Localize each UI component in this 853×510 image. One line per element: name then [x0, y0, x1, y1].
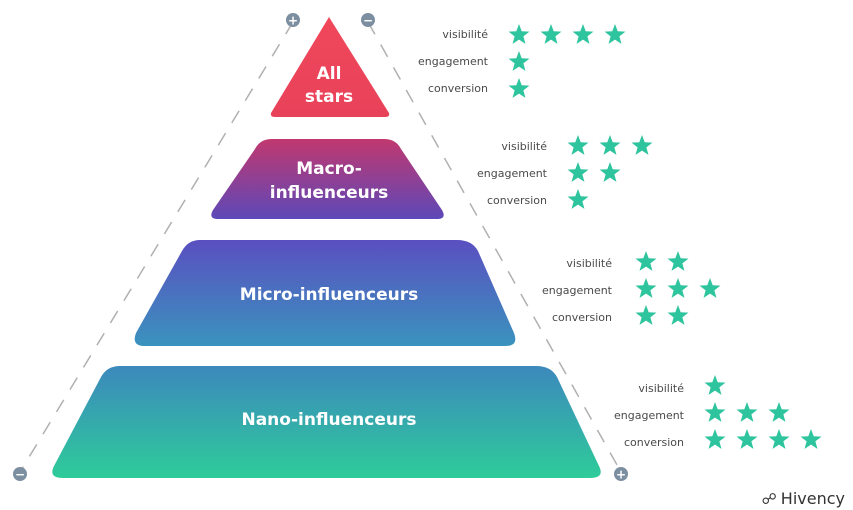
- metric-label-conversion: conversion: [487, 194, 547, 207]
- star-icon: [699, 278, 721, 298]
- tier-all-stars: All stars: [270, 17, 390, 117]
- star-icon: [567, 162, 589, 182]
- tier-micro-influenceurs: Micro-influenceurs: [134, 240, 516, 346]
- guide-lines: + − − +: [13, 13, 628, 482]
- metric-label-engagement: engagement: [614, 409, 685, 422]
- metric-label-engagement: engagement: [477, 167, 548, 180]
- star-icon: [736, 429, 758, 449]
- star-icon: [508, 51, 530, 71]
- svg-text:+: +: [288, 14, 298, 28]
- star-icon: [800, 429, 822, 449]
- minus-icon-bottom-left: −: [13, 467, 27, 482]
- metric-label-visibilite: visibilité: [442, 28, 488, 41]
- star-icon: [508, 24, 530, 44]
- star-icon: [667, 278, 689, 298]
- tier-shape-macro: [211, 139, 444, 219]
- star-icon: [768, 402, 790, 422]
- metrics-all-stars: visibilité engagement conversion: [418, 28, 489, 95]
- star-icon: [508, 78, 530, 98]
- tier-label-nano: Nano-influenceurs: [241, 410, 416, 430]
- metric-label-visibilite: visibilité: [501, 140, 547, 153]
- star-icon: [631, 135, 653, 155]
- star-icon: [540, 24, 562, 44]
- star-icon: [667, 251, 689, 271]
- star-icon: [635, 251, 657, 271]
- star-icon: [704, 375, 726, 395]
- star-icon: [704, 429, 726, 449]
- star-icon: [572, 24, 594, 44]
- tier-nano-influenceurs: Nano-influenceurs: [52, 366, 601, 478]
- left-guide-line: [19, 21, 294, 473]
- tier-label-all-stars-line2: stars: [305, 87, 353, 107]
- tier-label-micro: Micro-influenceurs: [240, 285, 418, 305]
- plus-icon-bottom-right: +: [614, 467, 628, 482]
- minus-icon-top-right: −: [361, 13, 375, 28]
- star-icon: [667, 305, 689, 325]
- svg-text:+: +: [616, 468, 626, 482]
- star-icon: [567, 189, 589, 209]
- star-icon: [635, 305, 657, 325]
- metric-label-visibilite: visibilité: [638, 382, 684, 395]
- tier-label-macro-line2: influenceurs: [270, 183, 388, 203]
- tier-label-macro-line1: Macro-: [296, 159, 362, 179]
- metrics-micro: visibilité engagement conversion: [542, 257, 613, 324]
- metric-label-engagement: engagement: [542, 284, 613, 297]
- tier-shape-micro: [134, 240, 516, 346]
- metric-label-conversion: conversion: [624, 436, 684, 449]
- star-ratings: [508, 24, 822, 449]
- metric-label-conversion: conversion: [428, 82, 488, 95]
- tier-shape-nano: [52, 366, 601, 478]
- metrics-nano: visibilité engagement conversion: [614, 382, 685, 449]
- metric-label-visibilite: visibilité: [566, 257, 612, 270]
- tier-label-all-stars-line1: All: [317, 64, 342, 84]
- star-icon: [768, 429, 790, 449]
- svg-text:−: −: [363, 14, 373, 28]
- brand-name: Hivency: [780, 489, 845, 508]
- star-icon: [599, 135, 621, 155]
- link-logo-icon: ☍: [761, 489, 777, 508]
- metrics-macro: visibilité engagement conversion: [477, 140, 548, 207]
- metric-label-engagement: engagement: [418, 55, 489, 68]
- star-icon: [567, 135, 589, 155]
- svg-text:−: −: [15, 468, 25, 482]
- brand-mark: ☍ Hivency: [762, 489, 845, 508]
- star-icon: [604, 24, 626, 44]
- right-guide-line: [367, 21, 622, 473]
- plus-icon-top-left: +: [286, 13, 300, 28]
- tier-shape-all-stars: [270, 17, 390, 117]
- star-icon: [736, 402, 758, 422]
- star-icon: [704, 402, 726, 422]
- star-icon: [635, 278, 657, 298]
- star-icon: [599, 162, 621, 182]
- metric-label-conversion: conversion: [552, 311, 612, 324]
- tier-macro-influenceurs: Macro- influenceurs: [211, 139, 444, 219]
